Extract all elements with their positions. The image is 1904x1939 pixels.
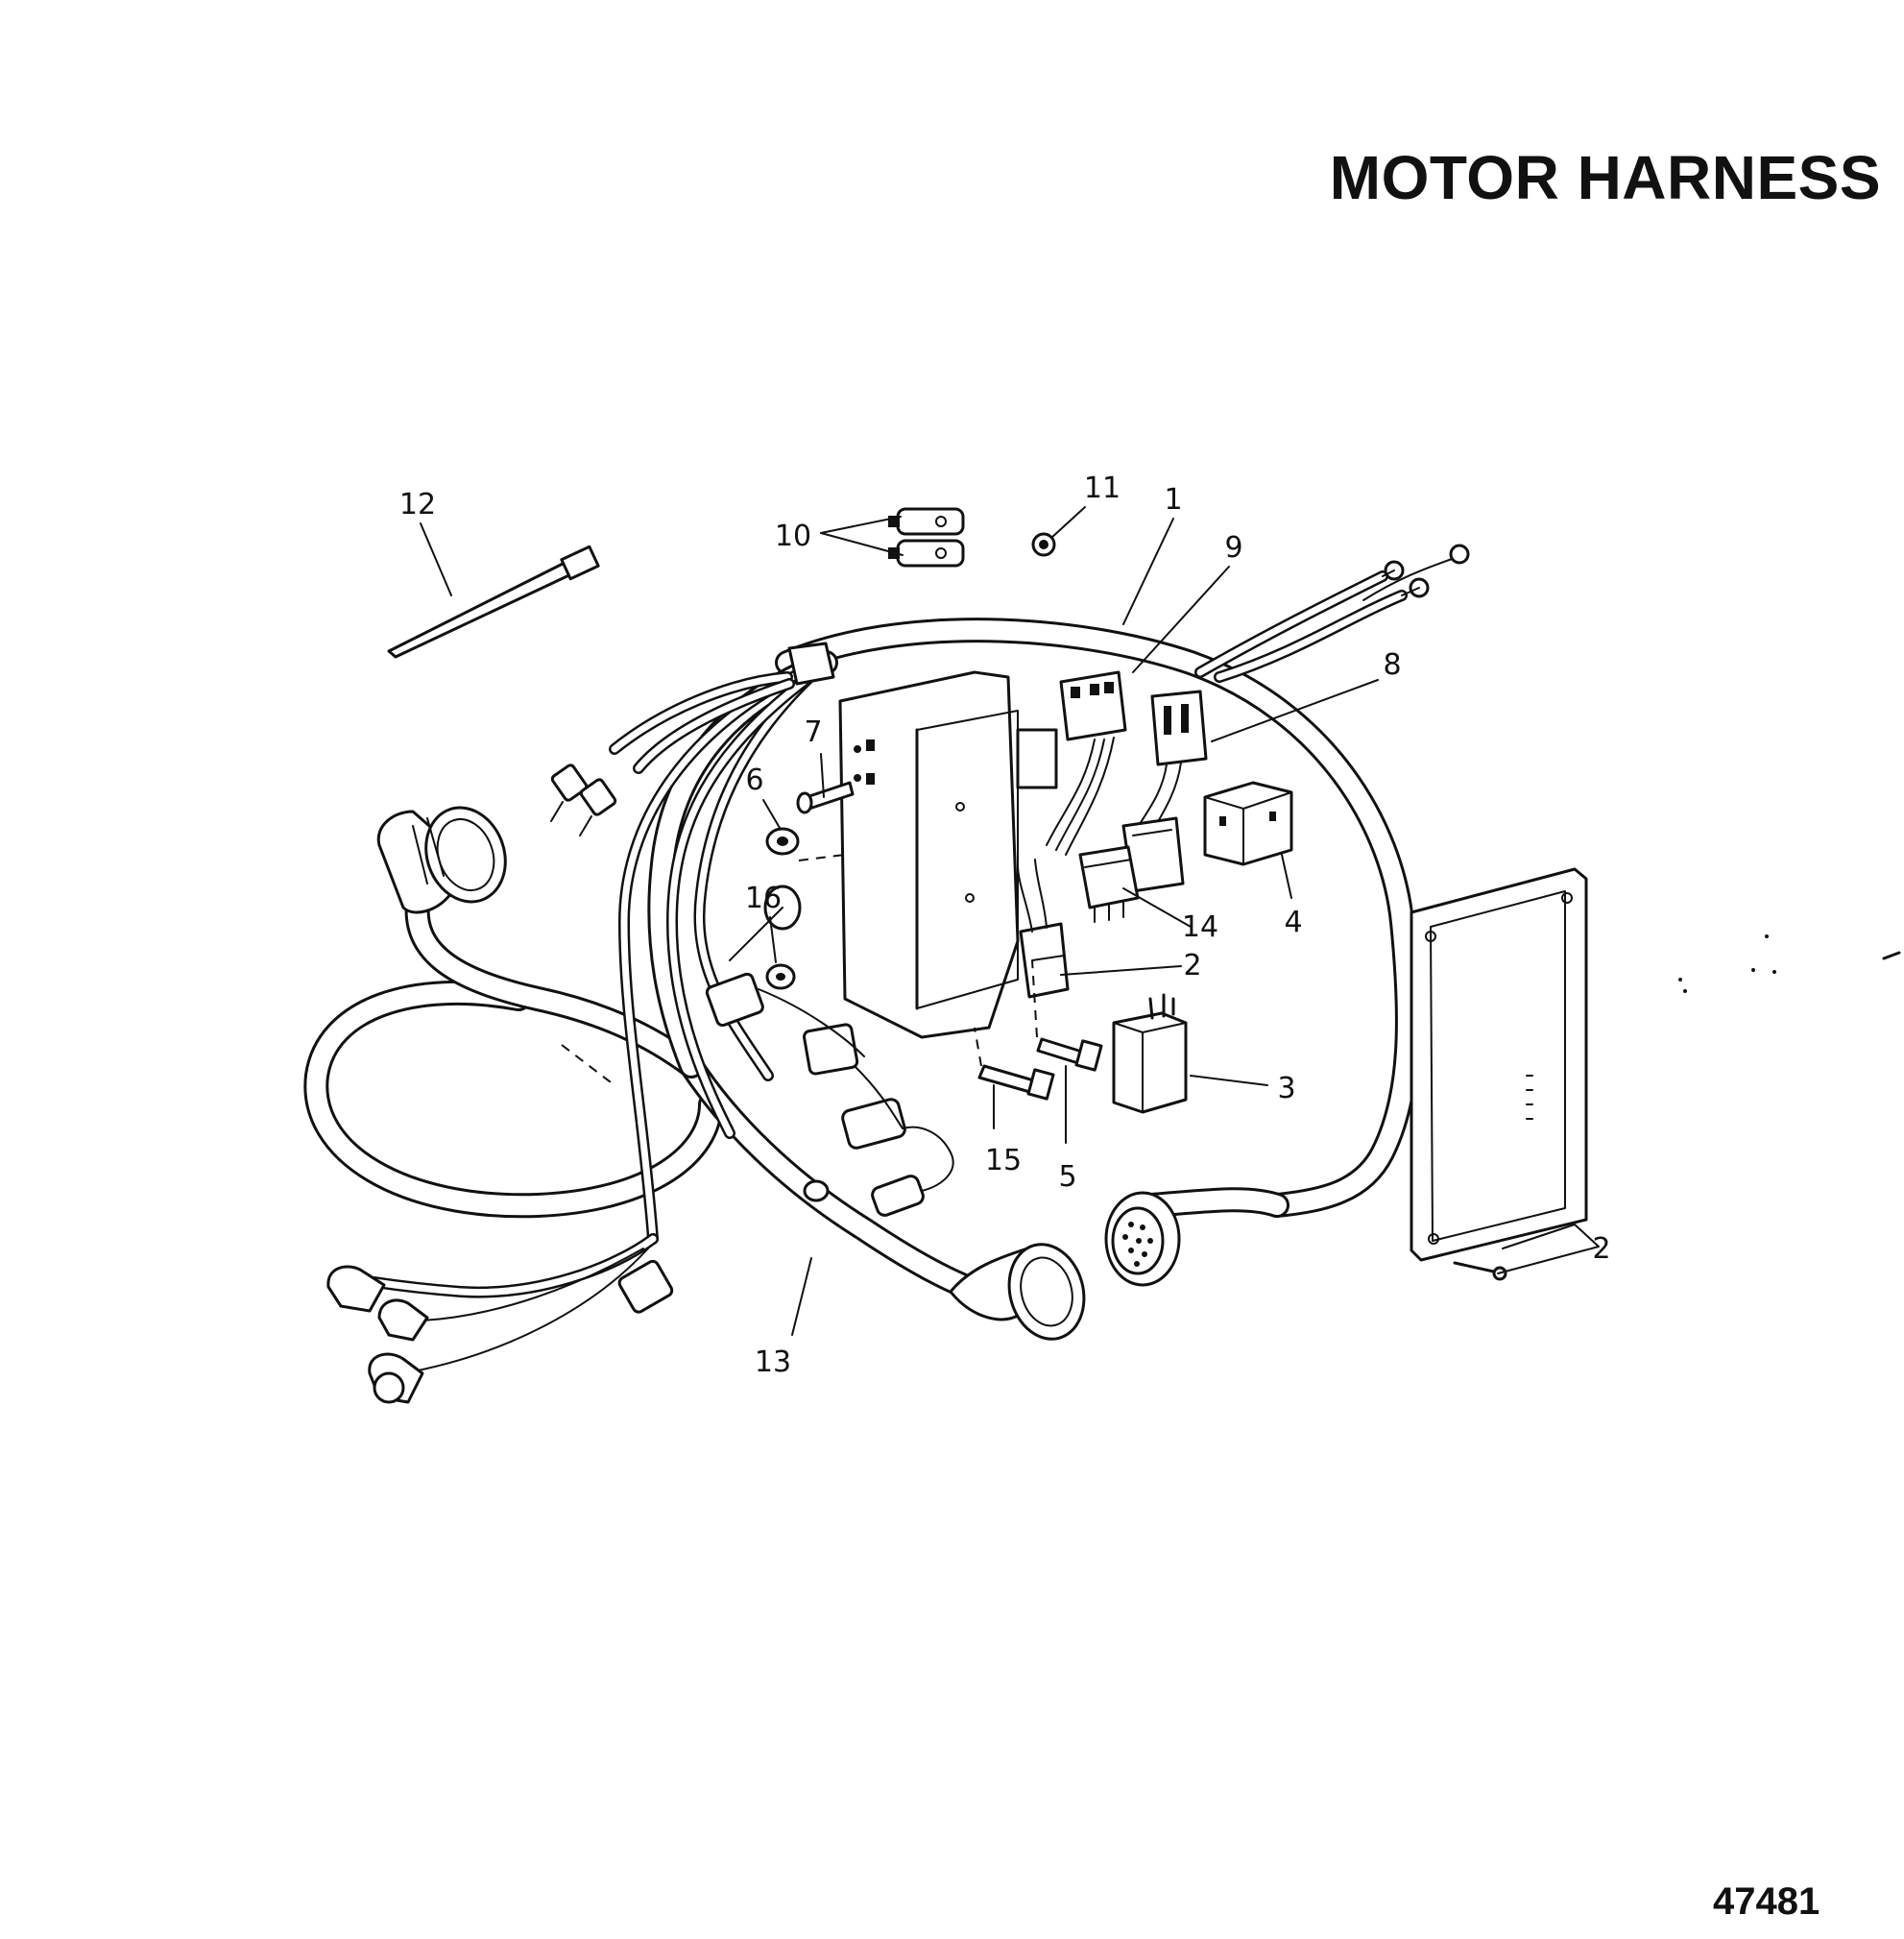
callout-5: 5: [1058, 1160, 1076, 1194]
cable-tie: [387, 545, 600, 659]
module-screw: [1453, 1261, 1507, 1281]
bolt-15: [977, 1064, 1055, 1101]
callout-11: 11: [1084, 472, 1121, 505]
multi-pin-connector: [1059, 670, 1208, 766]
mounting-bracket: [838, 670, 1058, 1039]
terminal-connector-pair: [888, 507, 965, 568]
scan-specks: [1678, 934, 1901, 993]
callout-labels: 12 10 11 1 9 8 7 6 16 14 4 2 3 15 5 2 13: [399, 472, 1611, 1379]
round-harness-connector: [1104, 1187, 1289, 1287]
callout-4: 4: [1284, 906, 1302, 939]
callout-9: 9: [1224, 531, 1242, 565]
callout-16: 16: [745, 882, 782, 915]
control-module: [1410, 867, 1588, 1262]
elbow-connector-lower: [949, 1243, 1086, 1341]
bolt-5: [1036, 1037, 1103, 1072]
washer-6: [765, 827, 800, 856]
callout-15: 15: [985, 1144, 1022, 1177]
figure-number: 47481: [1713, 1880, 1820, 1923]
callout-2-center: 2: [1183, 949, 1201, 982]
callout-13: 13: [755, 1345, 791, 1379]
elbow-connector-upper: [376, 806, 507, 914]
callout-7: 7: [804, 715, 822, 749]
main-harness-loop: [775, 544, 1470, 1218]
callout-10: 10: [775, 520, 811, 553]
left-harness-bundle: [303, 642, 1001, 1307]
relay-14: [1078, 845, 1140, 923]
callout-14: 14: [1182, 910, 1218, 944]
hex-nut: [1031, 532, 1056, 557]
small-terminals: [705, 885, 954, 1217]
spark-plug-boots: [326, 1233, 674, 1404]
relay-4: [1203, 781, 1293, 866]
callout-3: 3: [1277, 1072, 1295, 1105]
callout-2-right: 2: [1592, 1232, 1610, 1266]
callout-12: 12: [399, 488, 436, 521]
relay-3: [1112, 993, 1188, 1114]
callout-6: 6: [745, 763, 763, 797]
callout-1: 1: [1164, 483, 1182, 517]
nut-16: [765, 963, 796, 990]
screw-7: [796, 781, 855, 814]
leader-lines: [420, 506, 1600, 1336]
harness-connector-block: [1017, 859, 1070, 999]
callout-8: 8: [1383, 648, 1401, 682]
diagram-title: MOTOR HARNESS: [1329, 143, 1881, 212]
